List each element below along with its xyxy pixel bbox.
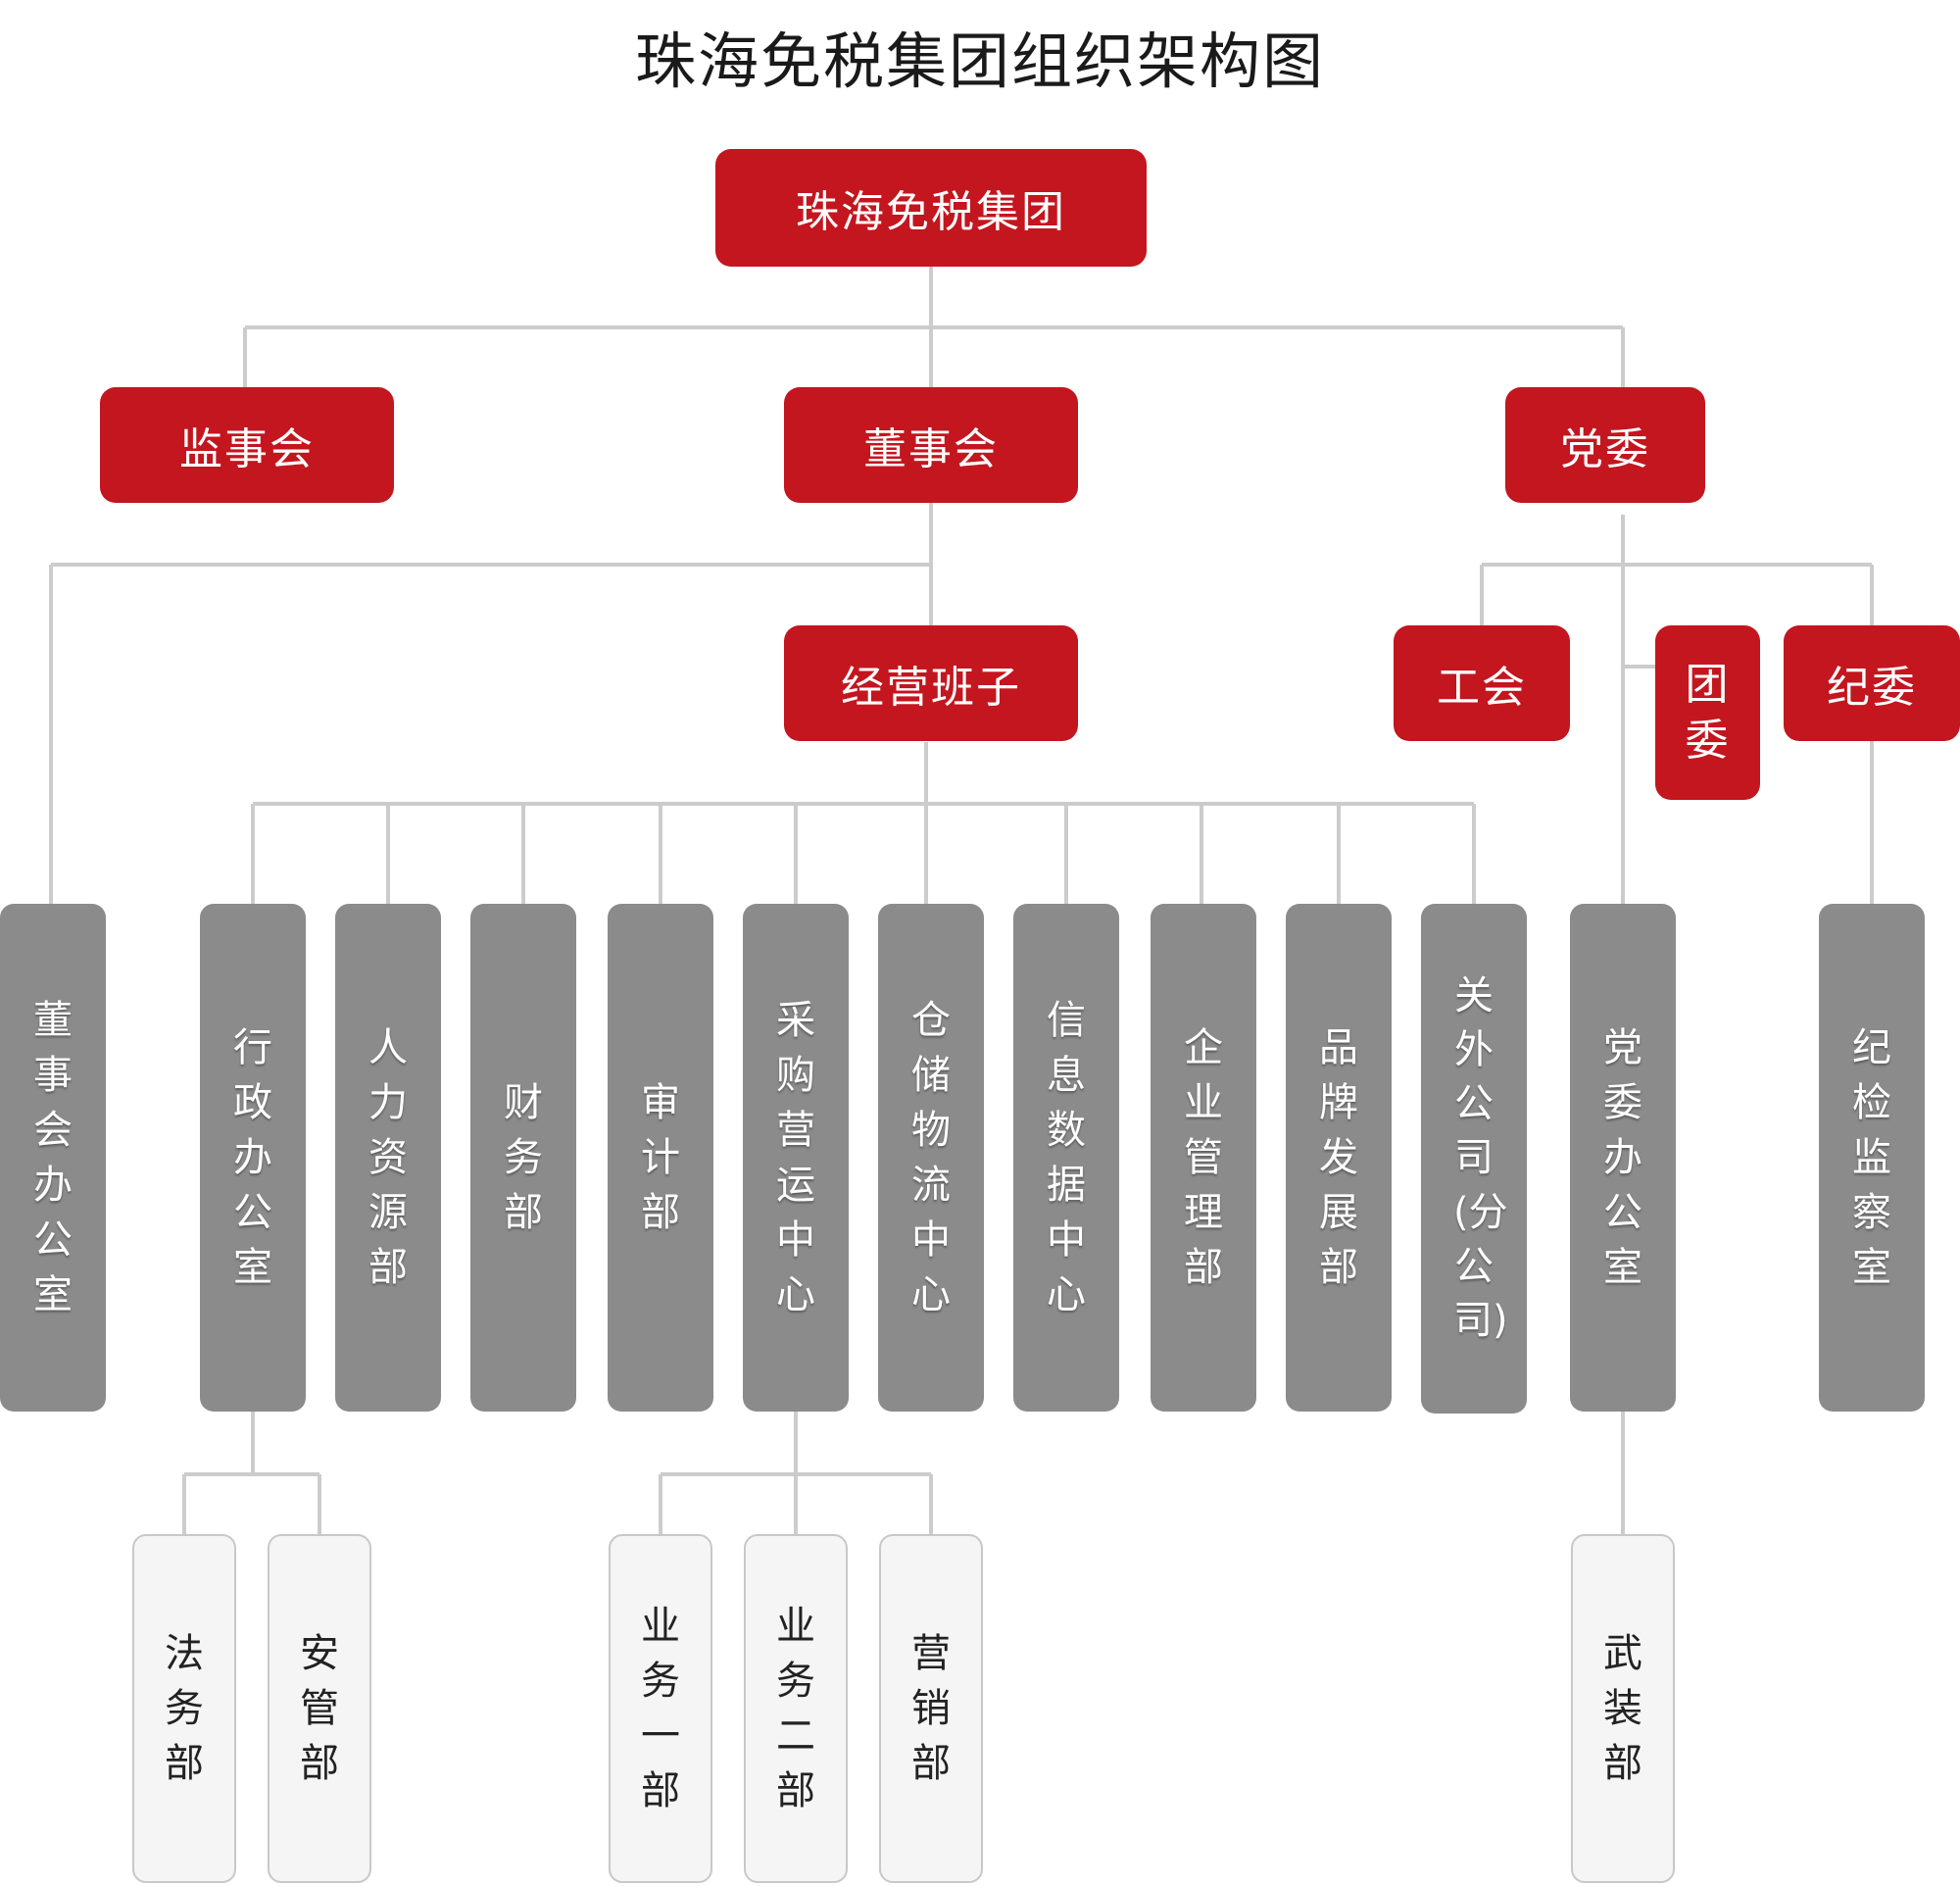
dept-label: 纪检监察室 [1852, 1025, 1891, 1290]
dept-label: 仓储物流中心 [911, 998, 951, 1317]
node-union: 工会 [1394, 625, 1570, 741]
chart-title: 珠海免税集团组织架构图 [634, 25, 1325, 97]
node-zhuhai-dutyfree-group: 珠海免税集团 [715, 149, 1147, 267]
dept-label: 关外公司(分公司) [1453, 972, 1508, 1343]
sub-armed-forces: 武装部 [1571, 1534, 1675, 1883]
dept-hr: 人力资源部 [335, 904, 441, 1412]
node-label: 经营班子 [841, 663, 1021, 713]
dept-it: 信息数据中心 [1013, 904, 1119, 1412]
node-management-team: 经营班子 [784, 625, 1078, 741]
dept-enterprise-mgmt: 企业管理部 [1151, 904, 1256, 1412]
node-supervisory-board: 监事会 [100, 387, 394, 503]
node-discipline-committee: 纪委 [1784, 625, 1960, 741]
connector-procurement-to-subs [659, 1412, 933, 1534]
connector-board-to-management [49, 502, 933, 904]
sub-safety: 安管部 [268, 1534, 371, 1883]
sub-label: 武装部 [1603, 1631, 1642, 1786]
sub-label: 营销部 [911, 1631, 951, 1786]
dept-board-office: 董事会办公室 [0, 904, 106, 1412]
dept-warehouse: 仓储物流中心 [878, 904, 984, 1412]
node-board-of-directors: 董事会 [784, 387, 1078, 503]
connector-group-to-level2 [243, 265, 1625, 387]
sub-business-1: 业务一部 [609, 1534, 712, 1883]
dept-party-office: 党委办公室 [1570, 904, 1676, 1412]
sub-marketing: 营销部 [879, 1534, 983, 1883]
sub-label: 业务二部 [776, 1604, 815, 1813]
node-label: 工会 [1437, 663, 1527, 713]
node-label: 监事会 [179, 424, 315, 474]
dept-brand: 品牌发展部 [1286, 904, 1392, 1412]
dept-label: 董事会办公室 [33, 998, 73, 1317]
sub-label: 业务一部 [641, 1604, 680, 1813]
dept-label: 采购营运中心 [776, 998, 815, 1317]
node-label: 团委 [1685, 659, 1731, 766]
dept-finance: 财务部 [470, 904, 576, 1412]
dept-discipline-office: 纪检监察室 [1819, 904, 1925, 1412]
dept-affiliates: 关外公司(分公司) [1421, 904, 1527, 1414]
sub-legal: 法务部 [132, 1534, 236, 1883]
node-youth-league: 团委 [1655, 625, 1760, 800]
dept-label: 企业管理部 [1184, 1025, 1223, 1290]
node-party-committee: 党委 [1505, 387, 1705, 503]
dept-label: 财务部 [504, 1080, 543, 1235]
dept-label: 行政办公室 [233, 1025, 272, 1290]
dept-label: 党委办公室 [1603, 1025, 1642, 1290]
sub-business-2: 业务二部 [744, 1534, 848, 1883]
node-label: 纪委 [1827, 663, 1917, 713]
dept-label: 人力资源部 [368, 1025, 408, 1290]
connector-management-to-departments [251, 742, 1476, 904]
node-label: 珠海免税集团 [796, 187, 1066, 237]
sub-label: 法务部 [165, 1631, 204, 1786]
dept-admin-office: 行政办公室 [200, 904, 306, 1412]
node-label: 党委 [1560, 424, 1650, 474]
dept-audit: 审计部 [608, 904, 713, 1412]
dept-label: 信息数据中心 [1047, 998, 1086, 1317]
node-label: 董事会 [863, 424, 999, 474]
connector-admin-to-subs [182, 1412, 321, 1534]
connector-party-to-units [1480, 515, 1874, 904]
dept-label: 审计部 [641, 1080, 680, 1235]
dept-label: 品牌发展部 [1319, 1025, 1358, 1290]
sub-label: 安管部 [300, 1631, 339, 1786]
dept-procurement: 采购营运中心 [743, 904, 849, 1412]
